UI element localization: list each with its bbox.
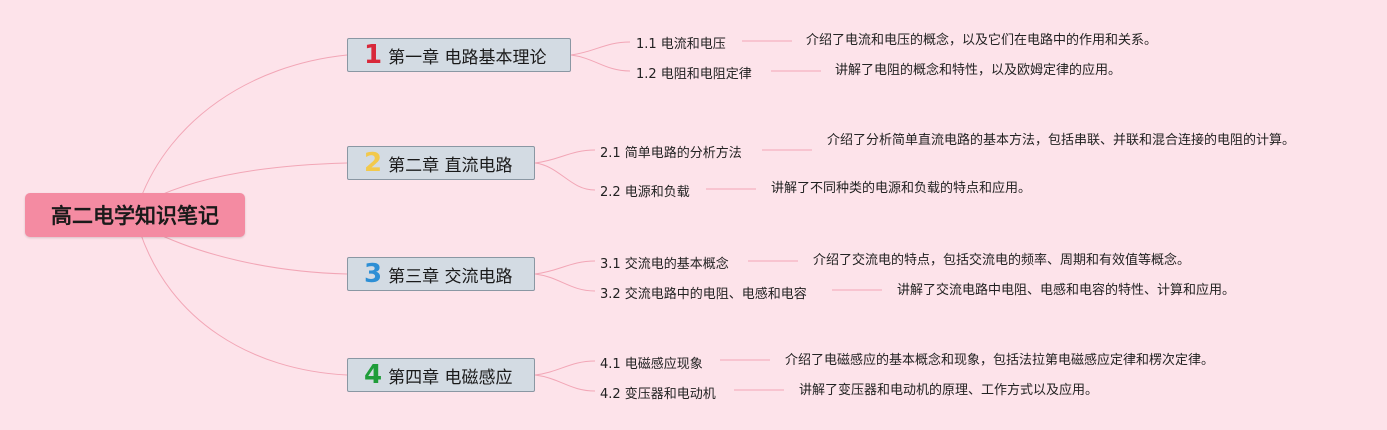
section-node-1-2[interactable]: 1.2 电阻和电阻定律: [636, 67, 752, 82]
connector-root-ch1: [139, 54, 348, 201]
chapter-label: 第二章 直流电路: [388, 155, 513, 176]
connector-ch2-s2: [534, 162, 596, 191]
chapter-number-icon: 1: [364, 40, 383, 70]
chapter-number-icon: 4: [364, 360, 383, 390]
chapter-node-1[interactable]: 1 第一章 电路基本理论: [347, 38, 571, 72]
section-desc-1-1: 介绍了电流和电压的概念，以及它们在电路中的作用和关系。: [806, 33, 1158, 48]
section-node-2-1[interactable]: 2.1 简单电路的分析方法: [600, 146, 742, 161]
section-desc-4-2: 讲解了变压器和电动机的原理、工作方式以及应用。: [799, 383, 1099, 398]
connector-root-ch2: [149, 162, 348, 201]
chapter-number-icon: 3: [364, 259, 383, 289]
section-node-3-1[interactable]: 3.1 交流电的基本概念: [600, 257, 729, 272]
root-title: 高二电学知识笔记: [51, 204, 219, 228]
section-desc-2-1: 介绍了分析简单直流电路的基本方法，包括串联、并联和混合连接的电阻的计算。: [827, 133, 1296, 148]
connector-ch2-s1: [534, 149, 596, 164]
connector-ch4-s1: [534, 360, 596, 376]
root-node[interactable]: 高二电学知识笔记: [25, 193, 245, 237]
section-desc-3-2: 讲解了交流电路中电阻、电感和电容的特性、计算和应用。: [897, 283, 1236, 298]
section-desc-2-2: 讲解了不同种类的电源和负载的特点和应用。: [771, 181, 1032, 196]
section-node-3-2[interactable]: 3.2 交流电路中的电阻、电感和电容: [600, 287, 807, 302]
section-desc-3-1: 介绍了交流电的特点，包括交流电的频率、周期和有效值等概念。: [813, 253, 1191, 268]
connector-root-ch3: [149, 229, 348, 275]
chapter-node-2[interactable]: 2 第二章 直流电路: [347, 146, 535, 180]
connector-ch1-s1: [570, 41, 631, 56]
chapter-label: 第三章 交流电路: [388, 266, 513, 287]
connector-ch3-s2: [534, 273, 596, 292]
connector-ch1-s2: [570, 54, 631, 72]
connector-ch3-s1: [534, 260, 596, 275]
section-node-1-1[interactable]: 1.1 电流和电压: [636, 37, 726, 52]
chapter-node-4[interactable]: 4 第四章 电磁感应: [347, 358, 535, 392]
connector-ch4-s2: [534, 374, 596, 392]
chapter-node-3[interactable]: 3 第三章 交流电路: [347, 257, 535, 291]
chapter-label: 第四章 电磁感应: [388, 367, 513, 388]
section-node-2-2[interactable]: 2.2 电源和负载: [600, 185, 690, 200]
chapter-label: 第一章 电路基本理论: [388, 47, 547, 68]
section-desc-1-2: 讲解了电阻的概念和特性，以及欧姆定律的应用。: [835, 63, 1122, 78]
connector-root-ch4: [139, 231, 348, 376]
section-node-4-2[interactable]: 4.2 变压器和电动机: [600, 387, 716, 402]
chapter-number-icon: 2: [364, 148, 383, 178]
section-node-4-1[interactable]: 4.1 电磁感应现象: [600, 357, 703, 372]
section-desc-4-1: 介绍了电磁感应的基本概念和现象，包括法拉第电磁感应定律和楞次定律。: [785, 353, 1215, 368]
